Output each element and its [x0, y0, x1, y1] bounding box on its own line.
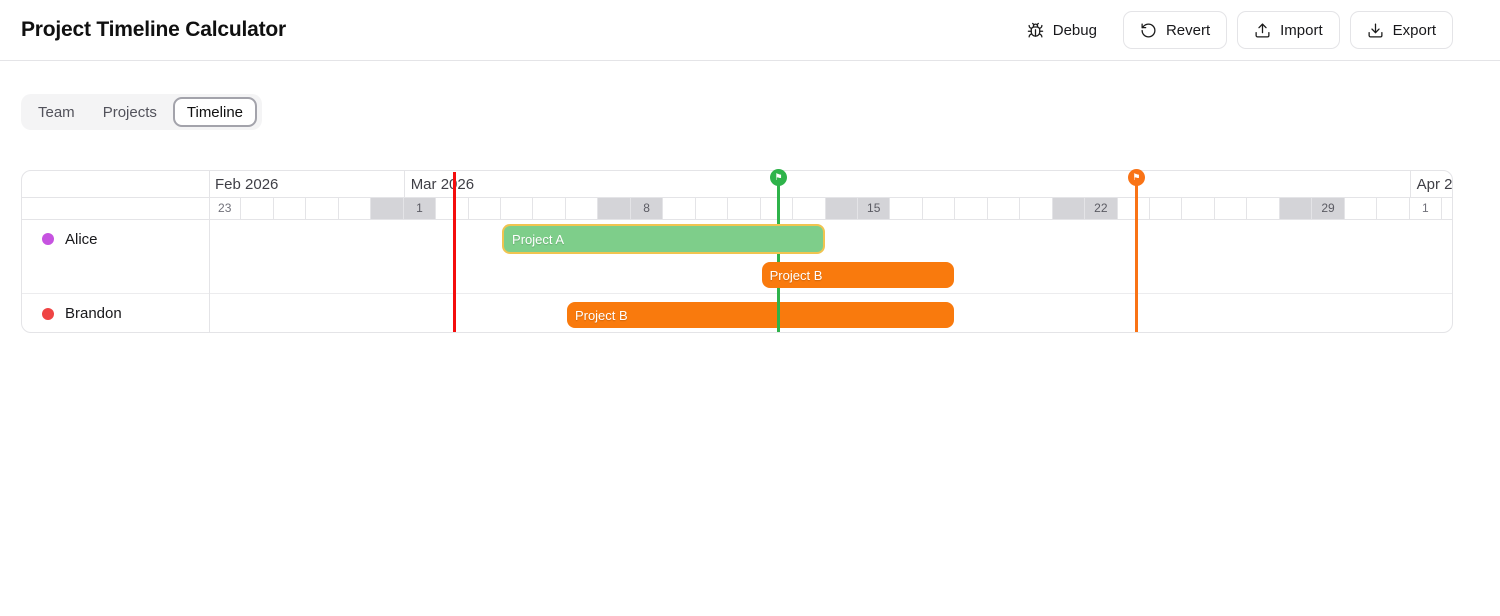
member-name: Brandon [65, 305, 122, 322]
day-cell [273, 197, 307, 219]
day-cell: 29 [1312, 197, 1345, 219]
grid-row-divider [22, 219, 1452, 220]
bar-label: Project B [574, 307, 628, 323]
day-cell [371, 197, 404, 219]
bar-label: Project A [512, 231, 565, 247]
day-cell [241, 197, 274, 219]
day-cell: 23 [209, 197, 242, 219]
day-cell [890, 197, 923, 219]
header-actions: Debug Revert Import Export [1016, 11, 1453, 49]
day-cell: 15 [858, 197, 891, 219]
member-name: Alice [65, 230, 98, 248]
revert-button-label: Revert [1165, 21, 1211, 39]
day-cell: 22 [1085, 197, 1118, 219]
tab-team[interactable]: Team [38, 103, 75, 121]
import-button[interactable]: Import [1237, 11, 1340, 49]
avatar-dot [42, 307, 54, 320]
export-button[interactable]: Export [1349, 11, 1453, 49]
day-cell [987, 197, 1021, 219]
avatar-dot [42, 233, 54, 245]
export-icon [1368, 22, 1383, 38]
day-cell: 1 [1409, 197, 1443, 219]
day-cell [306, 197, 339, 219]
page-title: Project Timeline Calculator [21, 18, 286, 41]
grid-row-divider [22, 197, 1452, 198]
day-cell [1247, 197, 1280, 219]
month-header-mar: Mar 2026 [403, 171, 1410, 197]
day-cell [663, 197, 696, 219]
day-cell [1052, 197, 1086, 219]
view-tabs: Team Projects Timeline [21, 94, 263, 130]
day-cell [1214, 197, 1248, 219]
milestone-marker-green-flag[interactable]: ⚑ [769, 169, 787, 186]
bug-icon [1027, 22, 1043, 38]
app-header: Project Timeline Calculator Debug Revert… [0, 0, 1500, 61]
bar-project-b[interactable]: Project B [566, 302, 955, 328]
day-cell [793, 197, 826, 219]
tab-timeline[interactable]: Timeline [172, 97, 258, 127]
day-cell [955, 197, 988, 219]
import-icon [1255, 22, 1270, 38]
day-cell [1344, 197, 1378, 219]
revert-button[interactable]: Revert [1122, 11, 1228, 49]
day-cell [1020, 197, 1053, 219]
bar-project-a[interactable]: Project A [502, 224, 825, 254]
debug-button[interactable]: Debug [1016, 11, 1107, 49]
day-cell [338, 197, 372, 219]
day-cell [533, 197, 566, 219]
day-cell [825, 197, 858, 219]
debug-button-label: Debug [1052, 21, 1097, 39]
milestone-marker-orange[interactable] [1134, 179, 1138, 332]
day-cell [922, 197, 956, 219]
row-member-brandon: Brandon [22, 293, 209, 332]
month-header-feb: Feb 2026 [215, 176, 279, 193]
day-cell [565, 197, 599, 219]
export-button-label: Export [1392, 21, 1436, 39]
day-cell [1442, 197, 1452, 219]
milestone-marker-green[interactable] [776, 179, 780, 332]
day-cell [1182, 197, 1215, 219]
milestone-marker-orange-flag[interactable]: ⚑ [1127, 169, 1145, 186]
revert-icon [1141, 22, 1156, 38]
bar-project-b[interactable]: Project B [761, 262, 955, 288]
day-cell [1377, 197, 1410, 219]
day-cell [598, 197, 631, 219]
row-member-alice: Alice [22, 219, 209, 259]
day-cell: 8 [630, 197, 664, 219]
day-cell [760, 197, 794, 219]
day-cell: 1 [403, 197, 437, 219]
day-cell [436, 197, 469, 219]
day-cell [695, 197, 729, 219]
day-cell [468, 197, 502, 219]
month-header-apr: Apr 2026 [1409, 171, 1452, 197]
import-button-label: Import [1280, 21, 1323, 39]
day-cell [1279, 197, 1313, 219]
tab-projects[interactable]: Projects [102, 103, 157, 121]
day-cell [501, 197, 534, 219]
day-cell [1117, 197, 1151, 219]
member-column-divider [209, 171, 210, 332]
day-cell [1150, 197, 1183, 219]
today-marker[interactable] [453, 172, 457, 332]
bar-label: Project B [769, 267, 823, 283]
day-cell [728, 197, 761, 219]
grid-row-divider [22, 293, 1452, 294]
